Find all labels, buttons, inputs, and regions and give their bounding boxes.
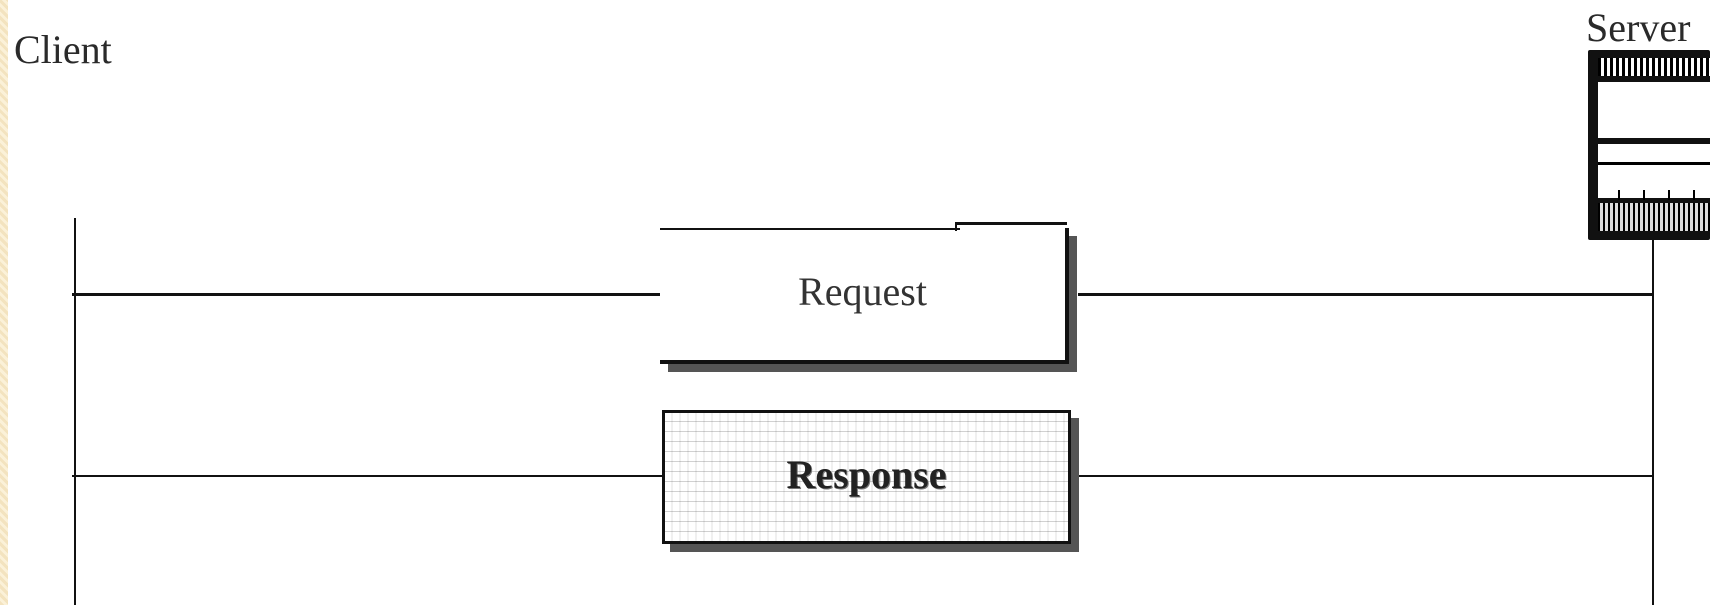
response-line-right bbox=[1078, 475, 1654, 477]
request-message-box: Request bbox=[660, 222, 1069, 364]
server-lifeline bbox=[1652, 240, 1654, 605]
server-label: Server bbox=[1586, 5, 1691, 50]
server-tick bbox=[1668, 190, 1670, 200]
request-box-tab bbox=[955, 222, 1067, 231]
client-label: Client bbox=[14, 27, 112, 72]
request-label: Request bbox=[798, 269, 927, 314]
server-tick bbox=[1643, 190, 1645, 200]
server-panel bbox=[1598, 58, 1710, 76]
server-tick bbox=[1693, 190, 1695, 200]
request-box-edge bbox=[660, 228, 960, 230]
server-icon bbox=[1588, 50, 1710, 240]
server-panel bbox=[1598, 203, 1710, 231]
response-line-left bbox=[72, 475, 662, 477]
server-tick bbox=[1618, 190, 1620, 200]
server-panel bbox=[1598, 82, 1710, 138]
client-lifeline bbox=[74, 218, 76, 605]
left-decorative-strip bbox=[0, 0, 8, 605]
server-panel bbox=[1598, 144, 1710, 198]
request-line-right bbox=[1078, 293, 1654, 296]
request-line-left bbox=[72, 293, 666, 296]
response-label: Response bbox=[786, 452, 947, 497]
response-message-box: Response bbox=[662, 410, 1071, 544]
